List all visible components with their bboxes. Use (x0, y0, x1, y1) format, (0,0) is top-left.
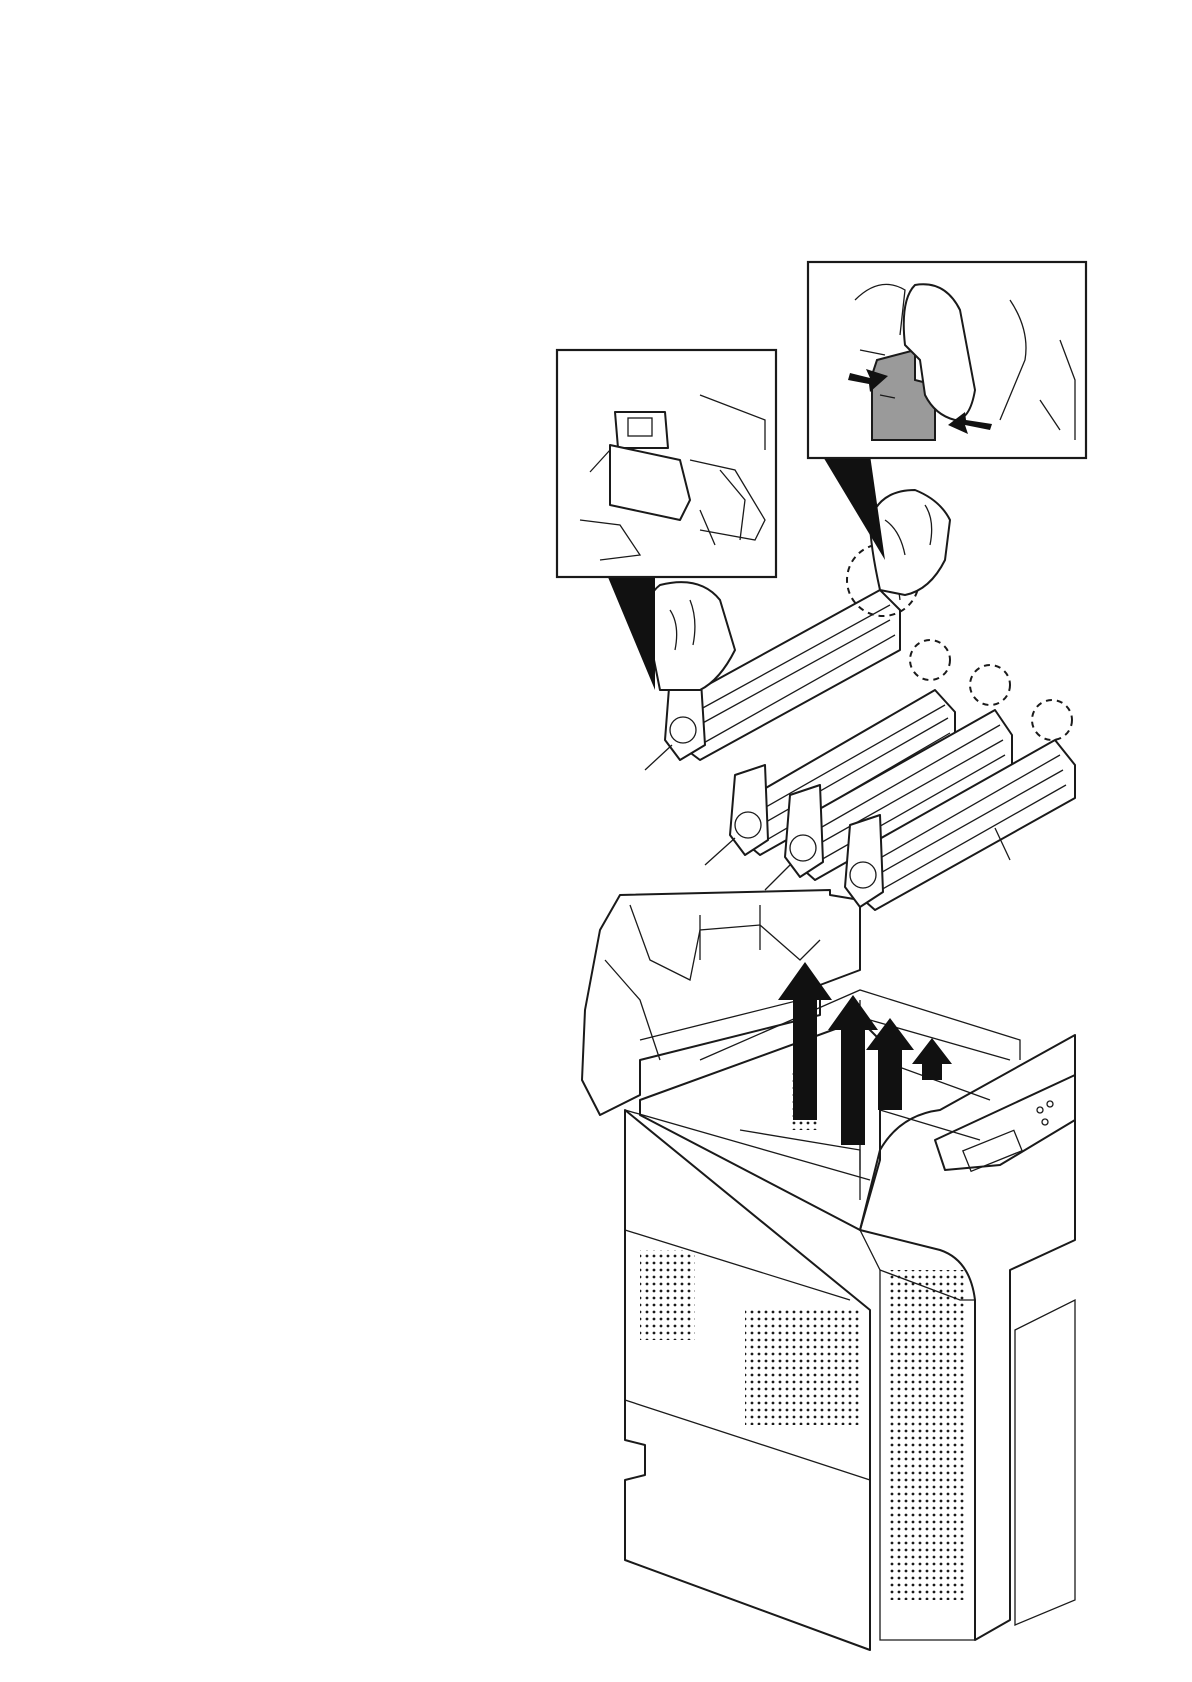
vent-grilles (640, 1070, 965, 1600)
removal-arrows (778, 962, 952, 1145)
removal-arrow-2 (828, 995, 878, 1145)
latch-circle-4 (1032, 700, 1072, 740)
removal-arrow-1 (778, 962, 832, 1120)
latch-circle-3 (970, 665, 1010, 705)
latch-detail-pointer (605, 570, 655, 690)
printer-body (582, 890, 1075, 1650)
latch-circle-2 (910, 640, 950, 680)
operation-panel (935, 1075, 1075, 1171)
hand-left-icon (647, 582, 735, 690)
